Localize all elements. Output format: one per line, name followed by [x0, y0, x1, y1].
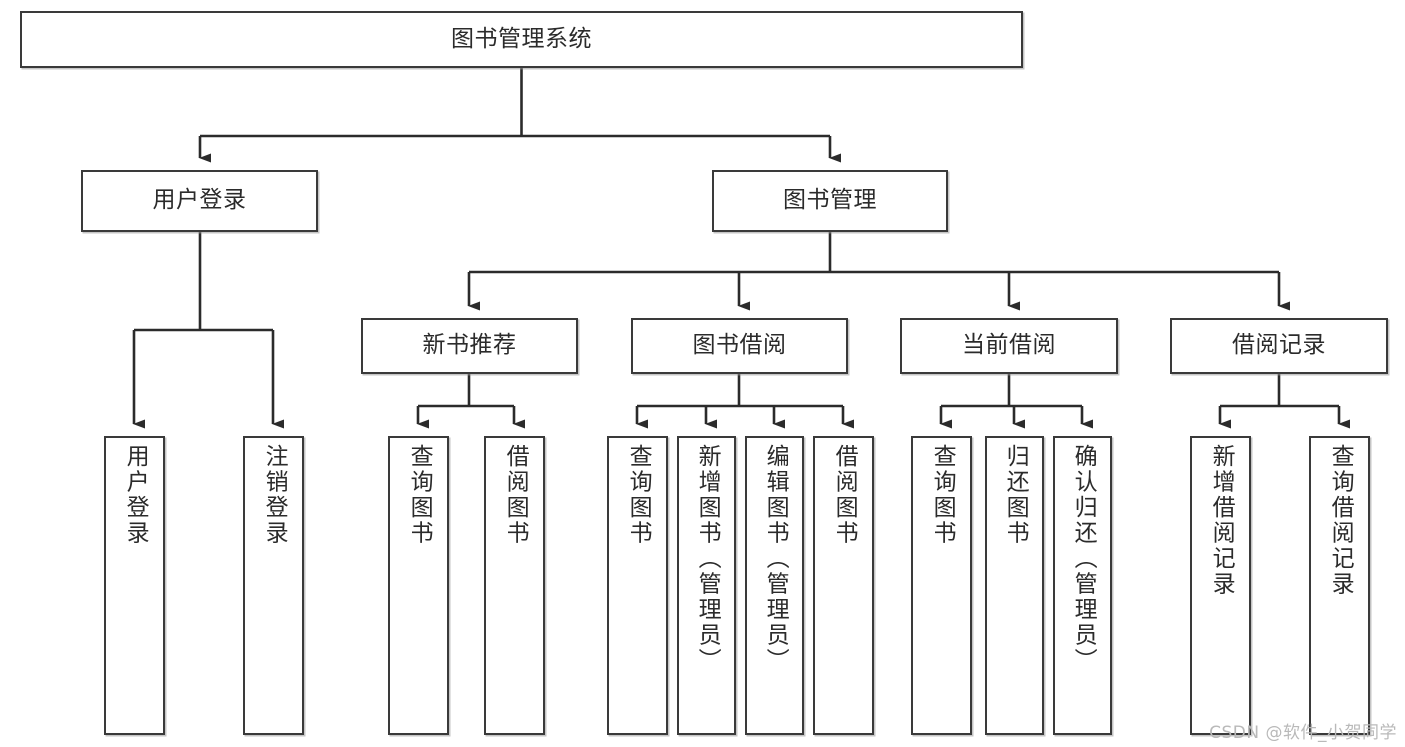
node-label: 用户登录 — [122, 444, 149, 546]
node-root-system[interactable]: 图书管理系统 — [20, 11, 1023, 68]
leaf-user-logout[interactable]: 注销登录 — [243, 436, 304, 735]
node-label: 借阅图书 — [831, 444, 858, 546]
node-label: 用户登录 — [152, 187, 247, 214]
leaf-recommend-borrow-book[interactable]: 借阅图书 — [484, 436, 545, 735]
node-book-borrow[interactable]: 图书借阅 — [631, 318, 848, 374]
leaf-record-query-borrow-record[interactable]: 查询借阅记录 — [1309, 436, 1370, 735]
csdn-watermark: CSDN @软件_小贺同学 — [1209, 723, 1397, 743]
node-label: 图书管理 — [783, 187, 877, 214]
leaf-borrow-edit-book-admin[interactable]: 编辑图书（管理员） — [745, 436, 804, 735]
leaf-borrow-lend-book[interactable]: 借阅图书 — [813, 436, 874, 735]
leaf-recommend-query-book[interactable]: 查询图书 — [388, 436, 449, 735]
leaf-current-confirm-return-admin[interactable]: 确认归还（管理员） — [1053, 436, 1112, 735]
leaf-record-add-borrow-record[interactable]: 新增借阅记录 — [1190, 436, 1251, 735]
leaf-borrow-add-book-admin[interactable]: 新增图书（管理员） — [677, 436, 736, 735]
node-label: 查询图书 — [406, 444, 433, 546]
leaf-user-login[interactable]: 用户登录 — [104, 436, 165, 735]
node-user-login[interactable]: 用户登录 — [81, 170, 318, 232]
node-label: 新书推荐 — [422, 332, 517, 359]
node-label: 确认归还（管理员） — [1070, 444, 1097, 674]
node-label: 查询图书 — [929, 444, 956, 546]
node-current-borrow[interactable]: 当前借阅 — [900, 318, 1118, 374]
node-label: 借阅图书 — [502, 444, 529, 546]
node-label: 新增借阅记录 — [1208, 444, 1235, 597]
node-borrow-record[interactable]: 借阅记录 — [1170, 318, 1388, 374]
node-label: 查询图书 — [625, 444, 652, 546]
node-book-manage[interactable]: 图书管理 — [712, 170, 948, 232]
leaf-borrow-query-book[interactable]: 查询图书 — [607, 436, 668, 735]
leaf-current-return-book[interactable]: 归还图书 — [985, 436, 1044, 735]
node-label: 图书管理系统 — [451, 25, 592, 52]
node-new-book-recommend[interactable]: 新书推荐 — [361, 318, 578, 374]
node-label: 查询借阅记录 — [1327, 444, 1354, 597]
node-label: 图书借阅 — [692, 332, 787, 359]
node-label: 借阅记录 — [1232, 332, 1326, 359]
node-label: 注销登录 — [261, 444, 288, 546]
node-label: 归还图书 — [1002, 444, 1029, 546]
leaf-current-query-book[interactable]: 查询图书 — [911, 436, 972, 735]
node-label: 当前借阅 — [962, 332, 1056, 359]
node-label: 编辑图书（管理员） — [762, 444, 789, 674]
node-label: 新增图书（管理员） — [694, 444, 721, 674]
